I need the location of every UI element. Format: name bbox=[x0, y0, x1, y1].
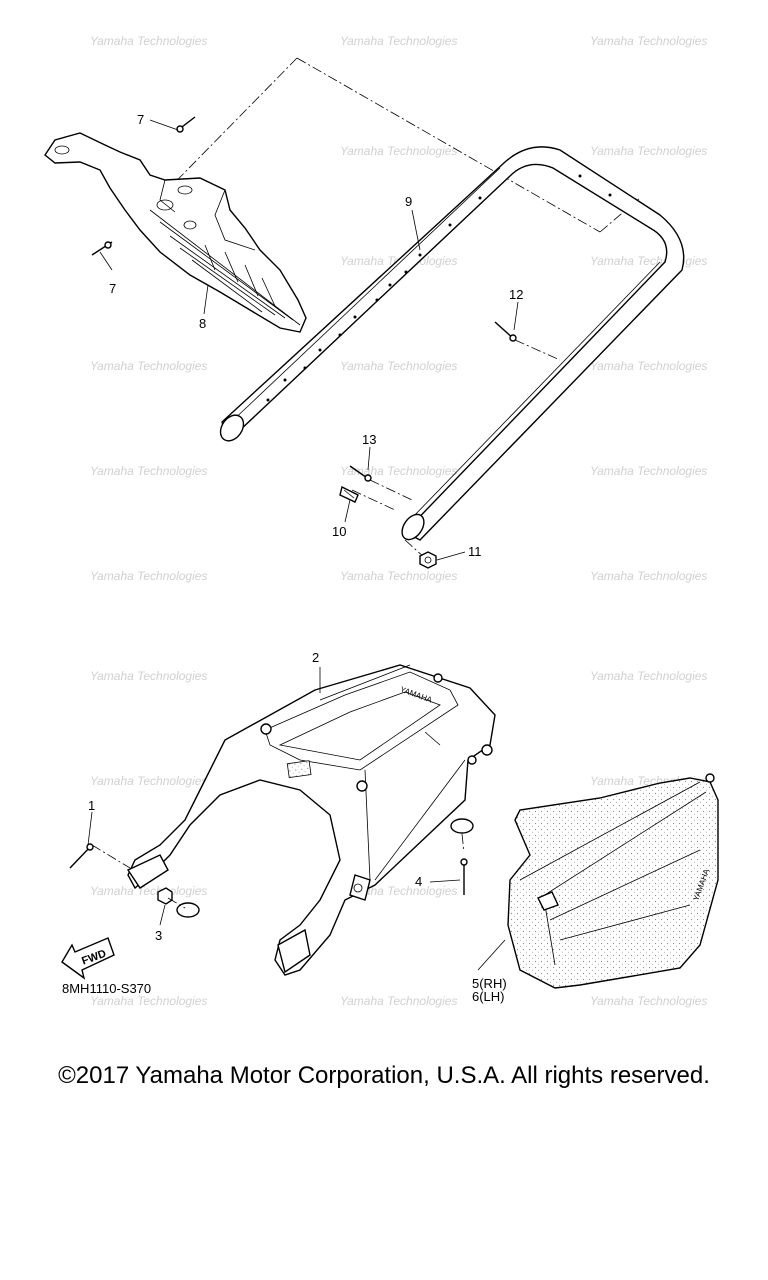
callout-11: 11 bbox=[468, 544, 482, 559]
watermark: Yamaha Technologies bbox=[340, 569, 457, 583]
watermark: Yamaha Technologies bbox=[90, 569, 207, 583]
rivets-7 bbox=[91, 116, 196, 256]
callout-4: 4 bbox=[415, 874, 422, 889]
watermark: Yamaha Technologies bbox=[90, 669, 207, 683]
watermark: Yamaha Technologies bbox=[90, 774, 207, 788]
fwd-arrow: FWD bbox=[61, 937, 115, 980]
callout-12: 12 bbox=[509, 287, 523, 302]
rear-cargo-box: YAMAHA bbox=[126, 664, 496, 976]
callout-8: 8 bbox=[199, 316, 206, 331]
watermark: Yamaha Technologies bbox=[340, 34, 457, 48]
watermark: Yamaha Technologies bbox=[590, 254, 707, 268]
side-bag: YAMAHA bbox=[507, 773, 719, 989]
rear-bumper-bar bbox=[219, 146, 685, 541]
callout-6-lh: 6(LH) bbox=[472, 989, 505, 1004]
watermark: Yamaha Technologies bbox=[590, 34, 707, 48]
watermark: Yamaha Technologies bbox=[90, 359, 207, 373]
watermark: Yamaha Technologies bbox=[590, 359, 707, 373]
washers-3-4 bbox=[69, 818, 474, 918]
callout-5-rh: 5(RH) bbox=[472, 976, 507, 991]
watermark: Yamaha Technologies bbox=[590, 464, 707, 478]
watermark: Yamaha Technologies bbox=[340, 359, 457, 373]
callout-labels: 7 7 8 9 12 13 10 11 2 1 3 4 5(RH) 6(LH) … bbox=[62, 112, 523, 1004]
watermark: Yamaha Technologies bbox=[590, 144, 707, 158]
watermark: Yamaha Technologies bbox=[90, 464, 207, 478]
callout-3: 3 bbox=[155, 928, 162, 943]
watermark: Yamaha Technologies bbox=[340, 144, 457, 158]
leader-lines bbox=[87, 119, 519, 971]
rear-flap-bracket bbox=[44, 132, 307, 333]
watermark: Yamaha Technologies bbox=[590, 994, 707, 1008]
watermark: Yamaha Technologies bbox=[90, 884, 207, 898]
watermark: Yamaha Technologies bbox=[340, 994, 457, 1008]
callout-13: 13 bbox=[362, 432, 376, 447]
callout-7-bottom: 7 bbox=[109, 281, 116, 296]
callout-9: 9 bbox=[405, 194, 412, 209]
assembly-lines-top bbox=[139, 57, 641, 559]
watermark: Yamaha Technologies bbox=[590, 669, 707, 683]
callout-7-top: 7 bbox=[137, 112, 144, 127]
fasteners-10-11-13 bbox=[339, 465, 437, 569]
watermark: Yamaha Technologies bbox=[590, 569, 707, 583]
callout-10: 10 bbox=[332, 524, 346, 539]
watermarks: Yamaha Technologies Yamaha Technologies … bbox=[90, 34, 707, 1008]
rivet-12 bbox=[494, 321, 517, 342]
watermark: Yamaha Technologies bbox=[90, 34, 207, 48]
diagram-code: 8MH1110-S370 bbox=[62, 981, 151, 996]
watermark: Yamaha Technologies bbox=[90, 994, 207, 1008]
callout-2: 2 bbox=[312, 650, 319, 665]
callout-1: 1 bbox=[88, 798, 95, 813]
copyright-notice: ©2017 Yamaha Motor Corporation, U.S.A. A… bbox=[58, 1062, 710, 1089]
parts-diagram: Yamaha Technologies Yamaha Technologies … bbox=[44, 34, 719, 1008]
watermark: Yamaha Technologies bbox=[340, 464, 457, 478]
